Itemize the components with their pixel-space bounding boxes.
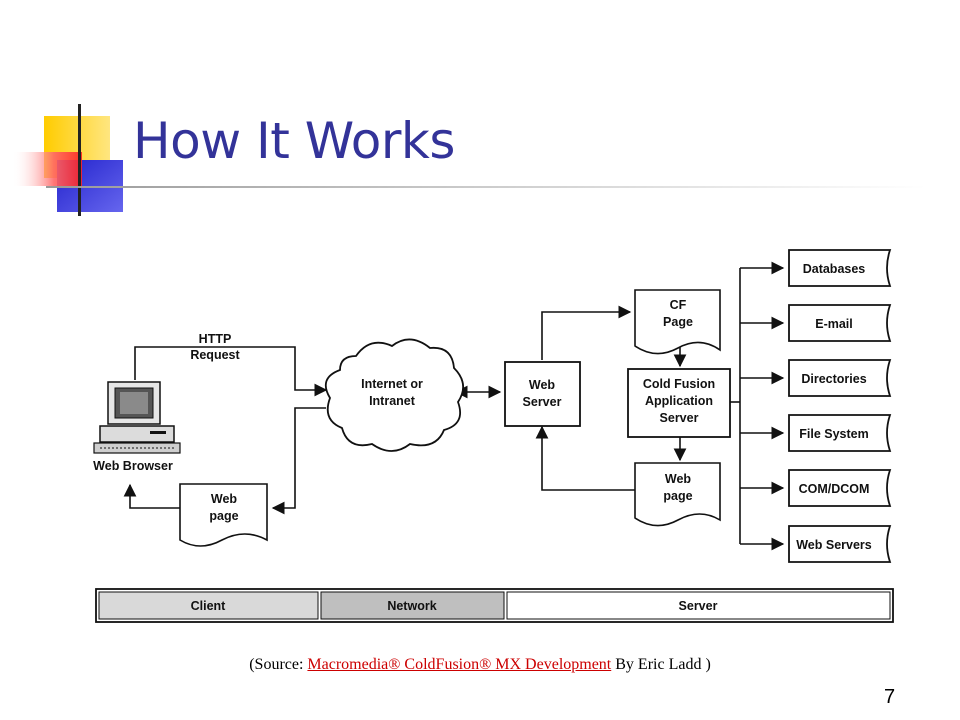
page-number: 7	[884, 686, 896, 708]
web-browser-label: Web Browser	[93, 459, 173, 473]
page-to-server-arrow	[535, 425, 635, 491]
resource-directories: Directories	[788, 359, 892, 397]
cf-app-server-label-1: Cold Fusion	[643, 377, 715, 391]
cf-app-server-label-2: Application	[645, 394, 713, 408]
caption-suffix: By Eric Ladd )	[611, 656, 711, 673]
client-web-page-shape	[179, 483, 268, 547]
cf-page-label-1: CF	[670, 298, 687, 312]
resource-label-com-dcom: COM/DCOM	[799, 482, 870, 496]
cf-page-label-2: Page	[663, 315, 693, 329]
cf-page-shape	[634, 289, 721, 355]
client-web-page-label-1: Web	[211, 492, 238, 506]
internet-label-2: Intranet	[369, 394, 416, 408]
resource-label-file-system: File System	[799, 427, 868, 441]
resource-label-web-servers: Web Servers	[796, 538, 872, 552]
decor-horizontal-line	[46, 186, 926, 188]
resource-com-dcom: COM/DCOM	[788, 469, 892, 507]
zone-label-network: Network	[387, 599, 436, 613]
response-arrow	[271, 407, 326, 515]
internet-label-1: Internet or	[361, 377, 423, 391]
slide-title: How It Works	[133, 112, 455, 170]
zone-label-client: Client	[191, 599, 227, 613]
resource-label-databases: Databases	[803, 262, 866, 276]
title-decoration	[12, 104, 926, 216]
resource-web-servers: Web Servers	[788, 525, 892, 563]
resource-email: E-mail	[788, 304, 892, 342]
decor-vertical-line	[78, 104, 81, 216]
zone-network	[320, 591, 505, 620]
zone-server	[506, 591, 891, 620]
resource-databases: Databases	[788, 249, 892, 287]
zone-client	[98, 591, 319, 620]
internet-cloud-shape	[324, 338, 464, 452]
resource-file-system: File System	[788, 414, 892, 452]
source-book-link[interactable]: Macromedia® ColdFusion® MX Development	[307, 656, 612, 673]
http-request-label-1: HTTP	[199, 332, 232, 346]
client-web-page-label-2: page	[209, 509, 238, 523]
cf-app-server-box	[627, 368, 731, 438]
server-web-page-label-2: page	[663, 489, 692, 503]
web-server-label-1: Web	[529, 378, 556, 392]
web-server-label-2: Server	[523, 395, 562, 409]
resource-label-email: E-mail	[815, 317, 853, 331]
server-to-cf-page-arrow	[541, 305, 632, 360]
http-request-arrow	[134, 346, 328, 397]
web-server-box	[504, 361, 581, 427]
resource-label-directories: Directories	[801, 372, 866, 386]
cf-app-server-label-3: Server	[660, 411, 699, 425]
server-web-page-shape	[634, 462, 721, 527]
page-to-browser-arrow	[123, 483, 180, 509]
decor-red-bar	[12, 152, 82, 186]
source-caption: (Source: Macromedia® ColdFusion® MX Deve…	[0, 656, 960, 674]
computer-icon	[93, 381, 181, 454]
zone-label-server: Server	[679, 599, 718, 613]
caption-prefix: (Source:	[249, 656, 308, 673]
server-web-page-label-1: Web	[665, 472, 692, 486]
http-request-label-2: Request	[190, 348, 240, 362]
